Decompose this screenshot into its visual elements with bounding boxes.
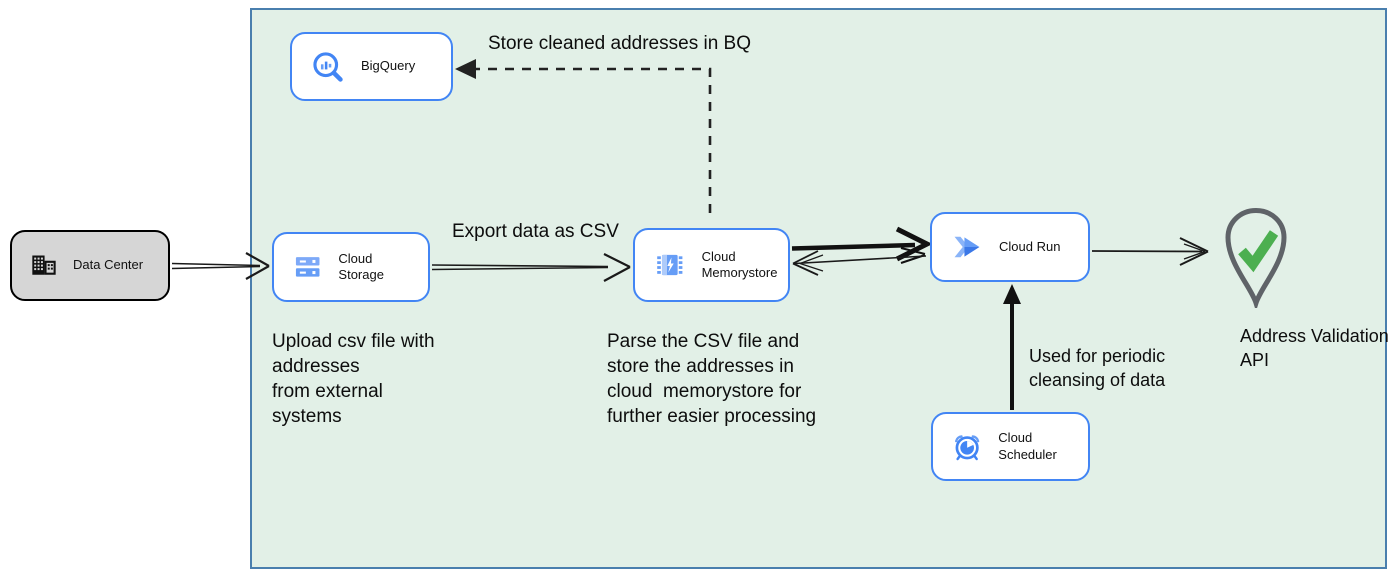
node-cloud-memorystore: Cloud Memorystore — [633, 228, 790, 302]
annotation-export-csv: Export data as CSV — [452, 221, 619, 242]
node-label-bigquery: BigQuery — [361, 58, 416, 74]
storage-bars-icon — [295, 257, 320, 277]
annotation-store-bq: Store cleaned addresses in BQ — [488, 33, 751, 54]
annotation-upload-csv: Upload csv file with addresses from exte… — [272, 331, 435, 427]
node-label-cloud-storage: Cloud Storage — [338, 250, 384, 282]
scheduler-alarm-clock-icon — [955, 434, 980, 460]
node-data-center: Data Center — [10, 230, 170, 301]
annotation-parse-csv: Parse the CSV file and store the address… — [607, 331, 817, 427]
node-label-cloud-scheduler: Cloud Scheduler — [998, 430, 1057, 462]
node-cloud-scheduler: Cloud Scheduler — [931, 412, 1090, 481]
annotation-periodic-cleansing: Used for periodic cleansing of data — [1029, 346, 1166, 390]
node-label-cloud-run: Cloud Run — [999, 238, 1061, 254]
node-cloud-storage: Cloud Storage — [272, 232, 430, 302]
map-pin-check-icon — [1225, 207, 1287, 308]
memorystore-chip-bolt-icon — [657, 254, 683, 276]
building-icon — [32, 255, 56, 275]
node-label-cloud-memorystore: Cloud Memorystore — [701, 248, 778, 280]
bigquery-magnifier-chart-icon — [313, 51, 343, 82]
cloud-run-chevrons-icon — [954, 236, 980, 258]
system-boundary-box — [250, 8, 1387, 569]
node-cloud-run: Cloud Run — [930, 212, 1090, 282]
annotation-address-validation-api: Address Validation API — [1240, 326, 1389, 370]
node-label-data-center: Data Center — [73, 257, 144, 273]
node-bigquery: BigQuery — [290, 32, 453, 101]
